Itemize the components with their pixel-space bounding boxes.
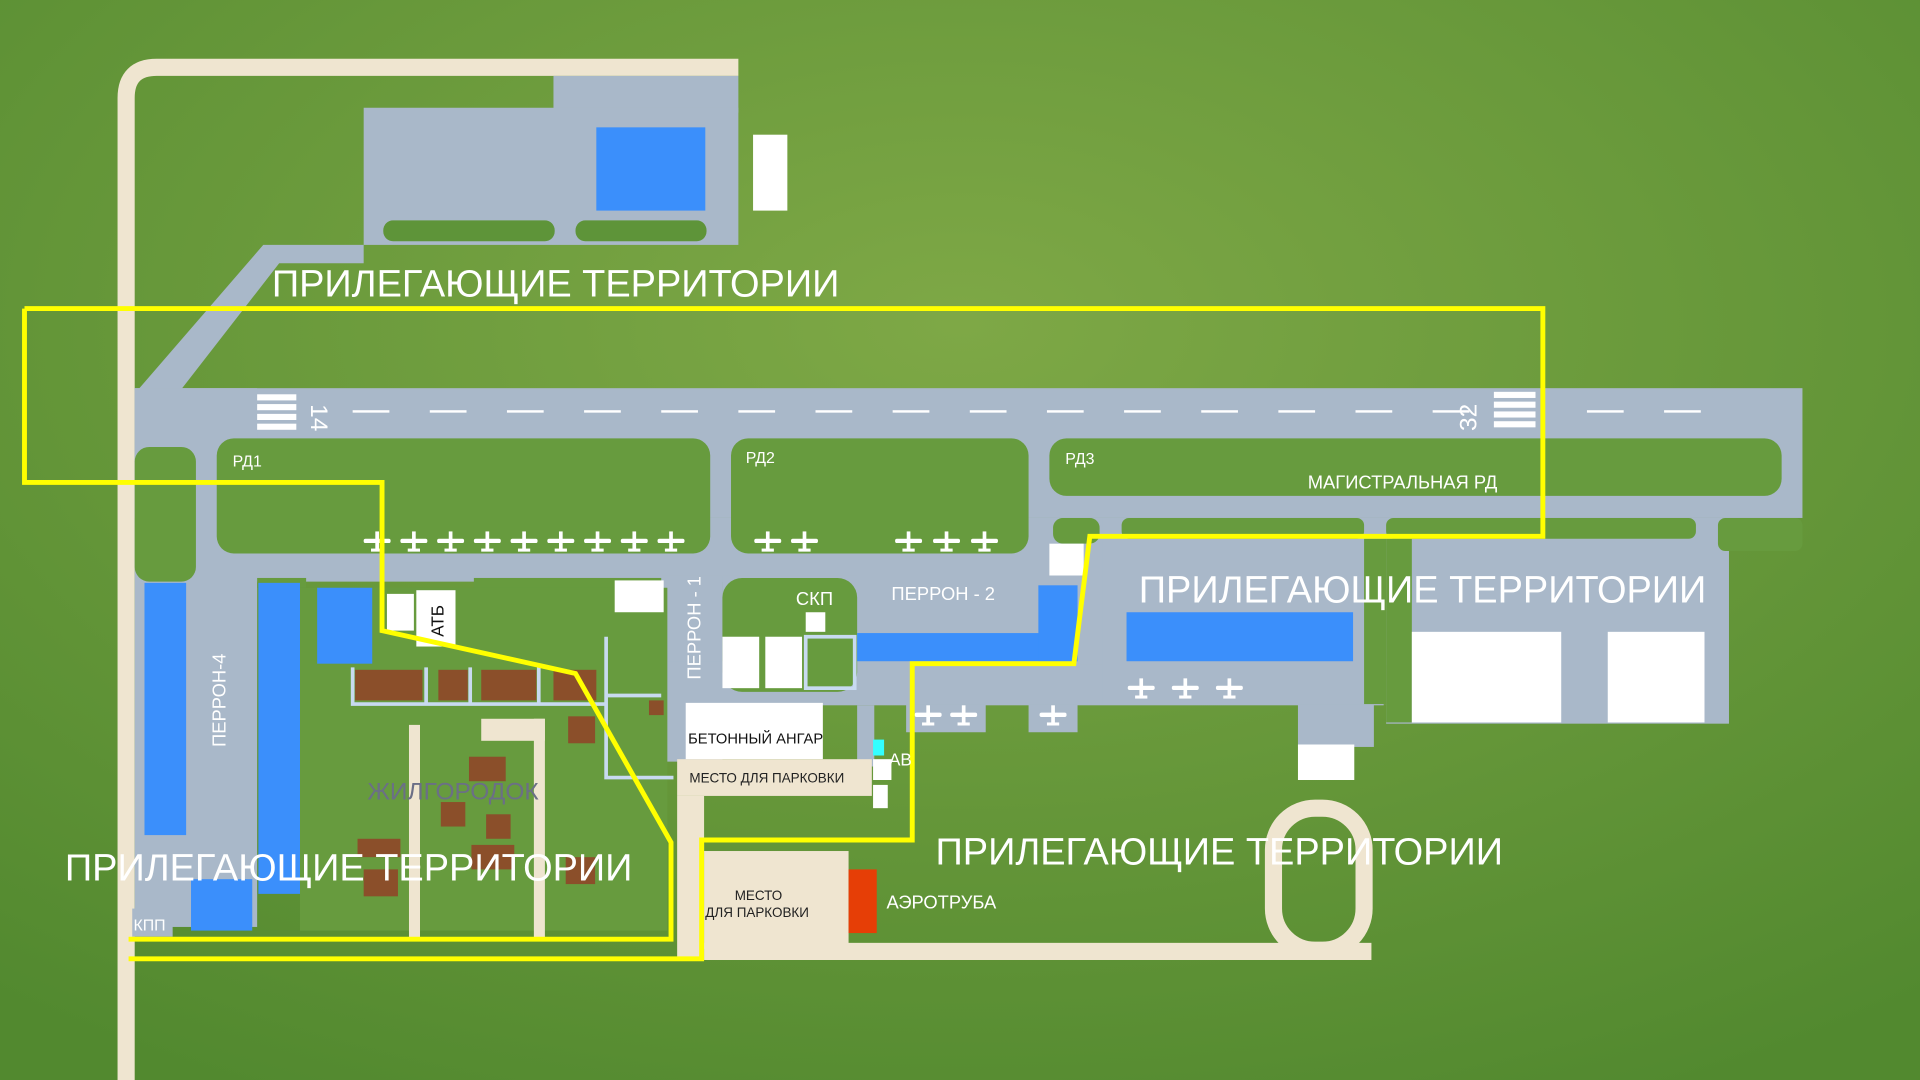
parking-label-2a: МЕСТО [735,888,783,903]
boundary-line-outer [24,306,1546,962]
runway-centerline-dash [429,410,467,413]
loop-road [1264,799,1373,959]
parking-areas [677,759,1372,960]
runway-centerline-dash [1664,410,1701,413]
runway-centerline-dash [584,410,621,413]
wind-tunnel-label: АЭРОТРУБА [887,892,998,913]
runway-centerline-dash [661,410,698,413]
perron4-hangar-west [144,582,187,836]
north-building [596,127,706,211]
runway-centerline-dash [506,410,544,413]
runway-centerline-dash [1201,410,1238,413]
runway-centerline-dash [1124,410,1161,413]
runway-centerline-dash [738,410,776,413]
adjacent-territory-bottom-right: ПРИЛЕГАЮЩИЕ ТЕРРИТОРИИ [936,831,1504,873]
runway-centerline-dash [352,410,390,413]
perron4-hangar-east [258,582,300,894]
runway-centerline-dash [1355,410,1393,413]
runway-centerline-dash [969,410,1007,413]
checkpoint-label: КПП [133,918,165,935]
runway-32-label: 32 [1456,404,1483,431]
taxiway-rd3-label: РД3 [1065,451,1094,468]
perron1-label: ПЕРРОН - 1 [683,576,704,680]
runway-centerline-dash [1278,410,1316,413]
perron4-label: ПЕРРОН-4 [208,654,229,747]
adjacent-territory-bottom-left: ПРИЛЕГАЮЩИЕ ТЕРРИТОРИИ [65,847,633,889]
taxiway-rd1-label: РД1 [233,454,262,471]
wind-tunnel-building [848,869,877,934]
boundary-line-inner [22,308,674,942]
runway-centerline-dash [815,410,853,413]
runway-centerline-dash [1586,410,1624,413]
runway-centerline-dash [1046,410,1084,413]
runway-markings [257,391,1701,430]
atb-label: АТБ [427,605,447,637]
adjacent-territory-right: ПРИЛЕГАЮЩИЕ ТЕРРИТОРИИ [1139,569,1707,611]
atb-building [416,590,456,647]
checkpoint [132,908,173,937]
av-building [873,739,885,756]
perimeter-road [117,58,739,1080]
housing-label: ЖИЛГОРОДОК [367,779,539,806]
buildings [132,543,1705,937]
north-complex [138,75,788,390]
skp-label: СКП [796,588,833,609]
concrete-hangar [685,702,823,760]
runway-centerline-dash [1432,410,1470,413]
runway-14-label: 14 [305,404,332,431]
parking-label-1: МЕСТО ДЛЯ ПАРКОВКИ [689,770,844,785]
av-label: АВ [889,749,912,769]
main-taxiway-label: МАГИСТРАЛЬНАЯ РД [1308,472,1498,493]
housing-area [350,636,674,940]
hangar-label: БЕТОННЫЙ АНГАР [688,729,823,747]
parking-label-2b: ДЛЯ ПАРКОВКИ [705,905,809,920]
taxiway-rd2-label: РД2 [746,450,775,467]
runway-centerline-dash [892,410,930,413]
perron2-label: ПЕРРОН - 2 [891,583,995,604]
adjacent-territory-top: ПРИЛЕГАЮЩИЕ ТЕРРИТОРИИ [272,263,840,305]
